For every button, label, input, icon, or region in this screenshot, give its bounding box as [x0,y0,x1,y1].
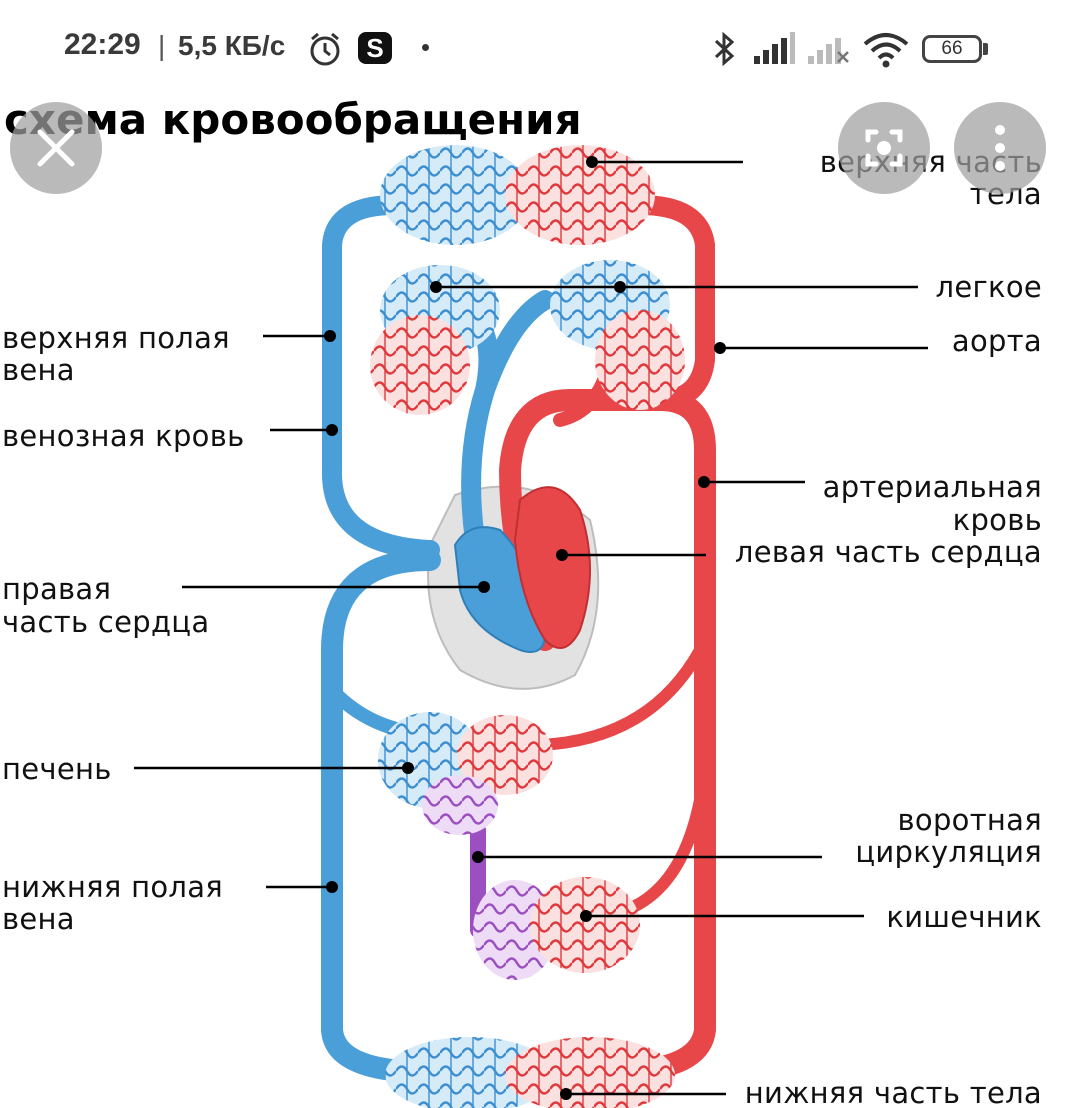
lens-icon [865,129,903,167]
network-speed: 5,5 КБ/с [178,30,286,61]
battery-level: 66 [941,38,963,59]
signal-icon [754,32,795,64]
close-button[interactable] [10,102,102,194]
lower-body-capillaries-arterial [505,1037,675,1108]
label-aorta: аорта [952,324,1042,358]
battery-tip [983,43,988,55]
intestine-arterial [530,877,640,973]
status-time: 22:29 [64,28,141,61]
more-options-button[interactable] [954,102,1046,194]
notification-dot [422,44,429,51]
label-portal-2: циркуляция [855,835,1042,869]
lens-button[interactable] [838,102,930,194]
battery-icon [922,35,982,63]
more-vert-icon [995,125,1005,171]
liver-arterial [457,715,553,795]
alarm-icon [310,32,340,66]
liver-portal [422,775,498,835]
left-heart [513,486,591,649]
label-left-heart: левая часть сердца [735,535,1042,569]
label-inf-vena-cava-2: вена [2,902,75,936]
label-right-heart-2: часть сердца [2,605,209,639]
label-liver: печень [2,752,112,786]
lung-right-arterial [595,310,685,410]
bluetooth-icon [714,31,735,67]
upper-body-capillaries-venous [380,145,530,245]
label-right-heart: правая [2,572,111,606]
label-arterial-blood: артериальная [823,470,1042,504]
label-sup-vena-cava-2: вена [2,353,75,387]
app-badge: S [358,32,392,64]
status-bar: 22:29 | 5,5 КБ/с S 66 [0,0,1067,96]
aorta-up [630,195,715,410]
leader-lines [134,156,928,1100]
inf-vena-cava [321,549,441,1083]
hepatic-artery [534,644,706,751]
upper-body-capillaries-arterial [505,145,655,245]
label-sup-vena-cava: верхняя полая [2,321,230,355]
label-arterial-blood-2: кровь [953,503,1042,537]
wifi-icon [863,33,909,68]
label-lung: легкое [935,270,1042,304]
sup-vena-cava [321,195,440,560]
label-portal: воротная [898,803,1042,837]
close-icon [37,129,75,167]
label-inf-vena-cava: нижняя полая [2,870,223,904]
label-lower-body: нижняя часть тела [745,1076,1042,1108]
lung-left-arterial [370,315,470,415]
label-venous-blood: венозная кровь [2,419,245,453]
status-separator: | [158,30,166,61]
signal-no-service-icon [808,38,849,64]
label-intestine: кишечник [886,900,1042,934]
